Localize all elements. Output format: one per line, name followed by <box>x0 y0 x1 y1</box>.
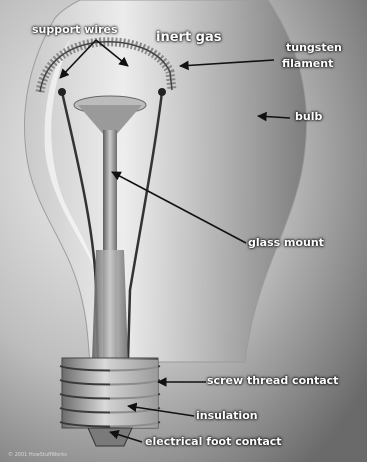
label-bulb: bulb <box>295 110 322 123</box>
label-inert-gas: inert gas <box>156 30 222 45</box>
filament-joint-right <box>158 88 166 96</box>
label-filament: filament <box>282 57 333 70</box>
insulation-cutaway <box>110 360 158 428</box>
label-glass-mount: glass mount <box>248 236 324 249</box>
label-electrical-foot-contact: electrical foot contact <box>145 435 282 448</box>
filament-joint-left <box>58 88 66 96</box>
label-screw-thread-contact: screw thread contact <box>207 374 338 387</box>
label-support-wires: support wires <box>32 23 118 36</box>
copyright-credit: © 2001 HowStuffWorks <box>8 452 67 458</box>
label-insulation: insulation <box>196 409 258 422</box>
glass-mount-flare <box>92 250 128 360</box>
label-tungsten: tungsten <box>286 41 342 54</box>
